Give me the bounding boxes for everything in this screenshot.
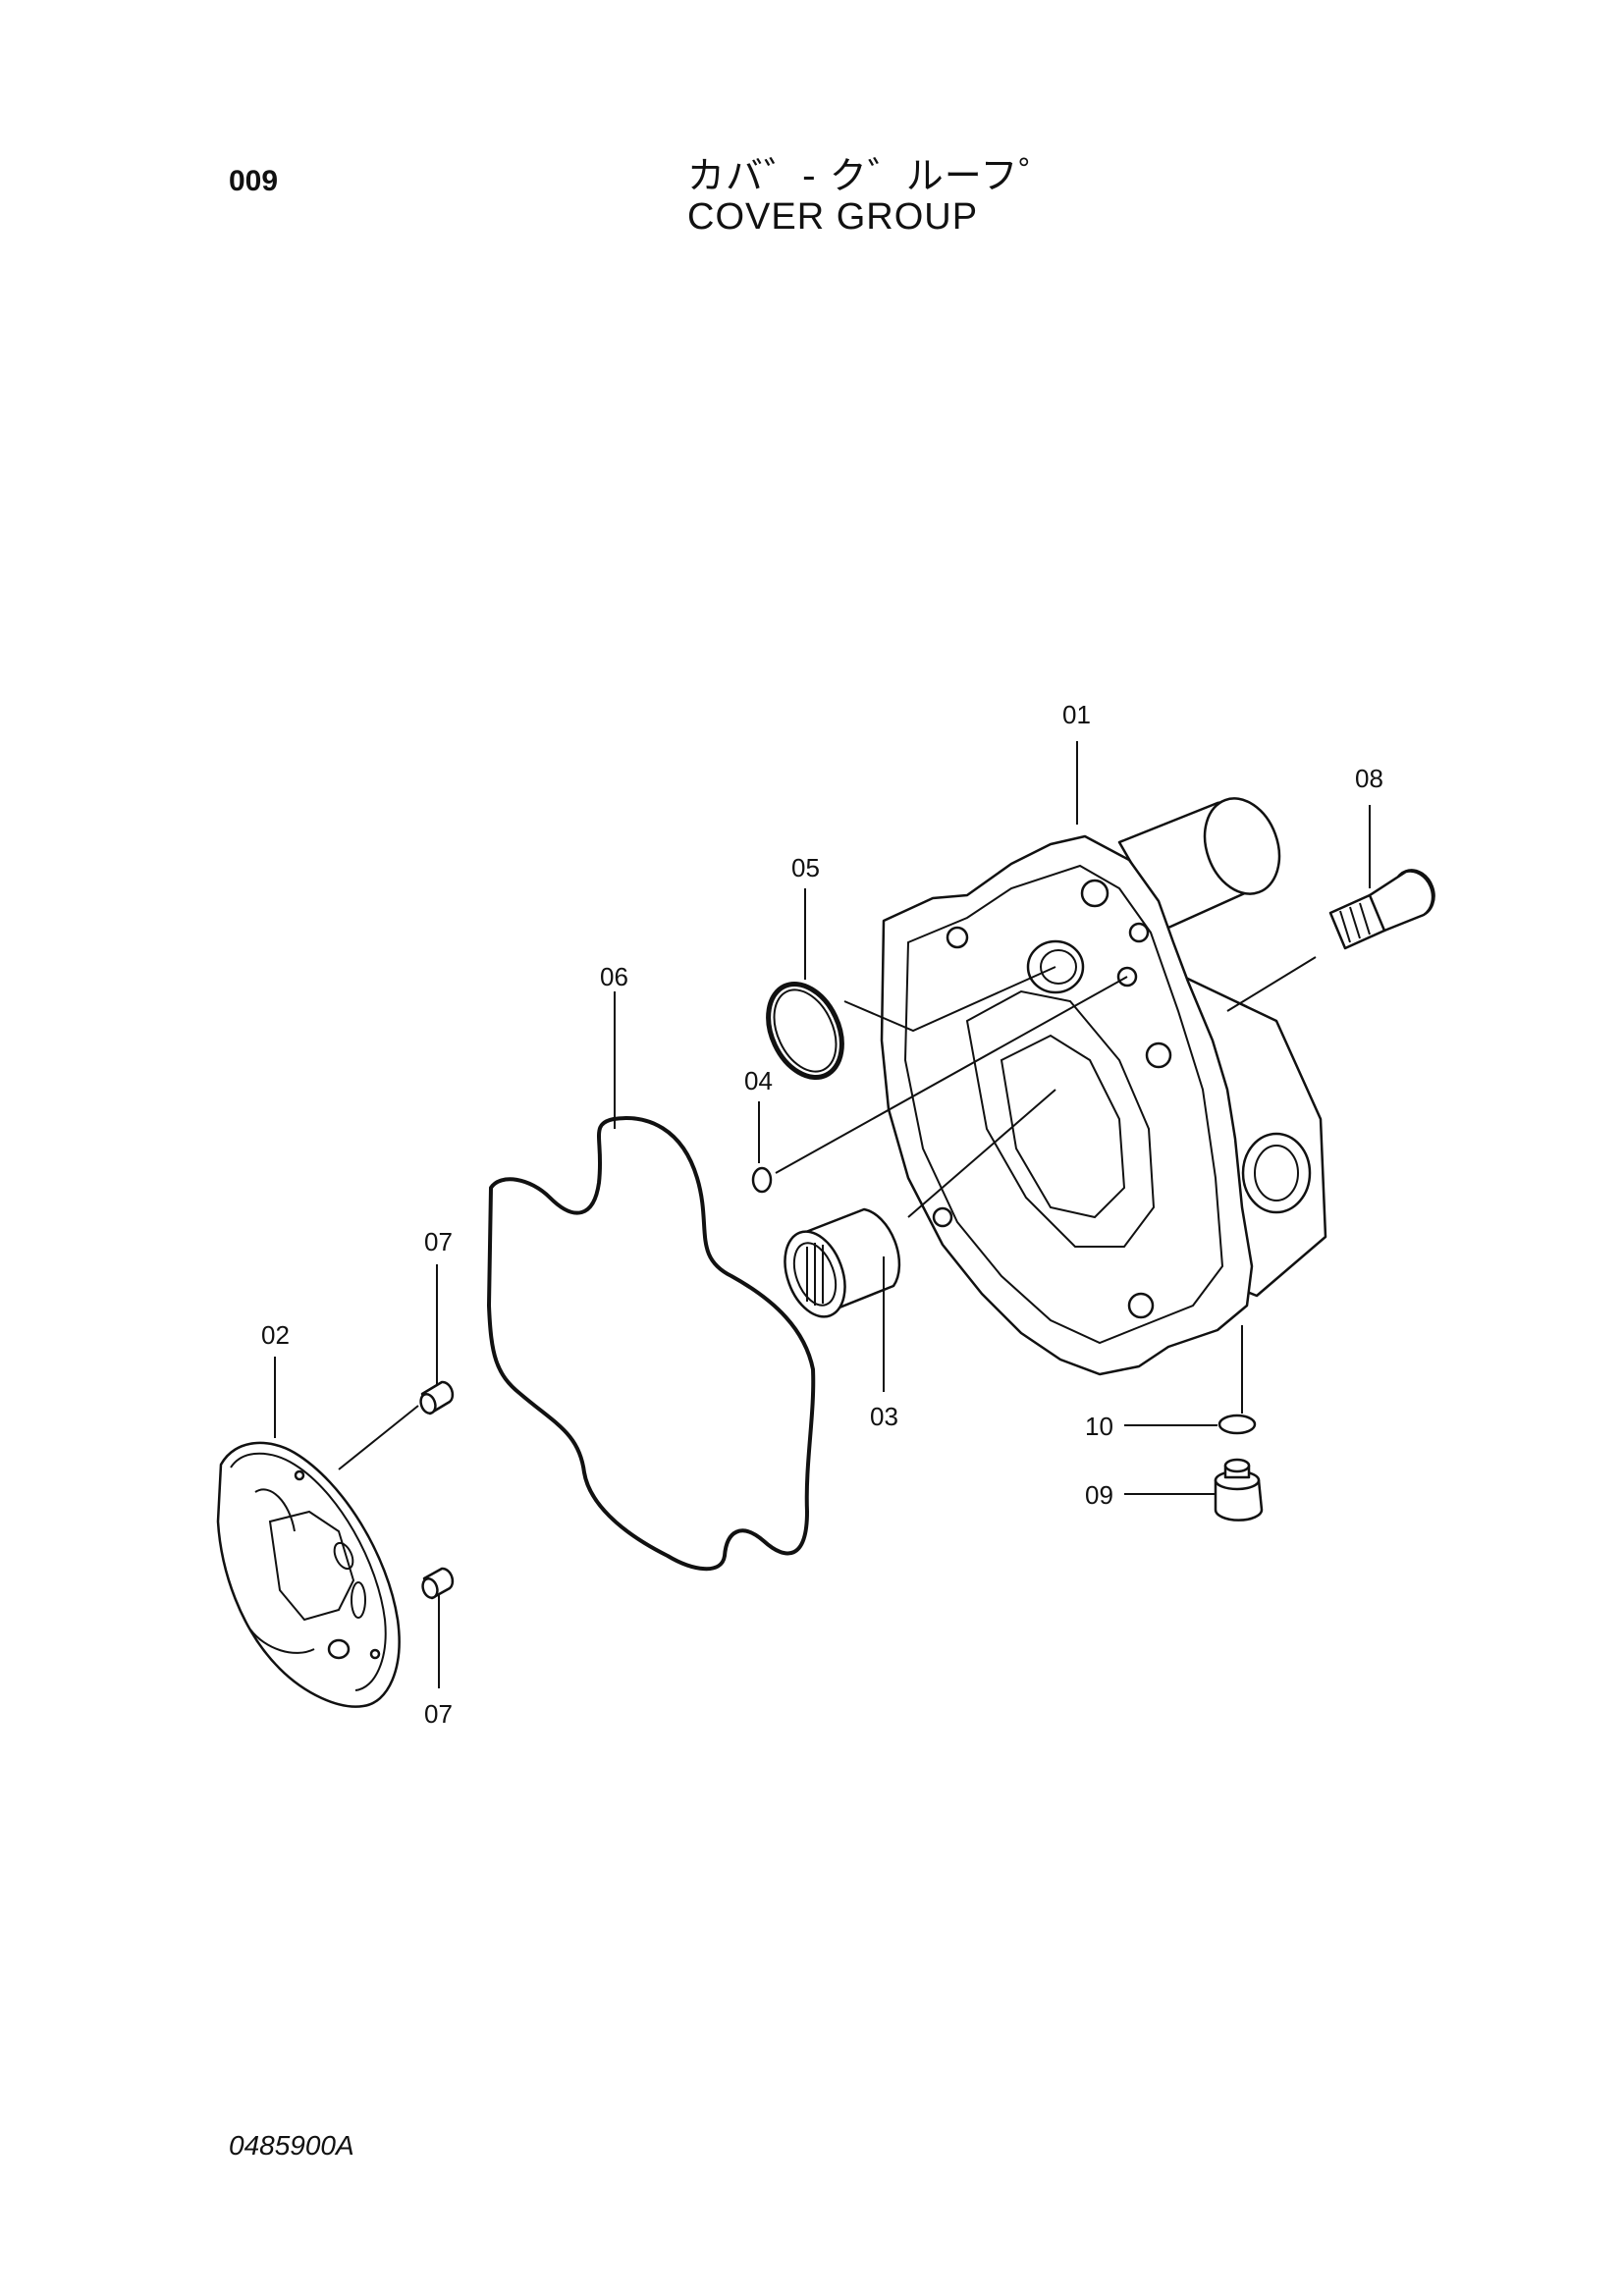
o-ring-04-icon [751, 1166, 773, 1194]
drawing-number: 0485900A [229, 2130, 354, 2161]
gasket-icon [487, 1116, 816, 1572]
callout-09: 09 [1085, 1480, 1113, 1510]
callout-10: 10 [1085, 1412, 1113, 1441]
callout-03: 03 [870, 1402, 898, 1431]
callout-08: 08 [1355, 764, 1383, 793]
plug-icon [1214, 1458, 1264, 1522]
o-ring-05-icon [766, 981, 844, 1081]
pump-cover-icon [880, 797, 1327, 1376]
callout-07-bottom: 07 [424, 1699, 453, 1729]
callout-02: 02 [261, 1320, 290, 1350]
valve-plate-icon [216, 1441, 401, 1708]
o-ring-10-icon [1217, 1414, 1257, 1435]
callout-04: 04 [744, 1066, 773, 1095]
callout-07-top: 07 [424, 1227, 453, 1256]
callout-05: 05 [791, 853, 820, 882]
socket-bolt-icon [1328, 869, 1435, 950]
leader-lines [274, 741, 1371, 1688]
title-japanese: カバ゛- ク゛ルーフ゜ [687, 154, 1057, 197]
page-number: 009 [229, 165, 279, 197]
callout-01: 01 [1062, 700, 1091, 729]
callout-06: 06 [600, 962, 628, 991]
needle-bearing-icon [784, 1207, 901, 1318]
pin-07-top-icon [419, 1380, 455, 1415]
title-english: COVER GROUP [687, 196, 979, 238]
pin-07-bottom-icon [421, 1567, 455, 1600]
